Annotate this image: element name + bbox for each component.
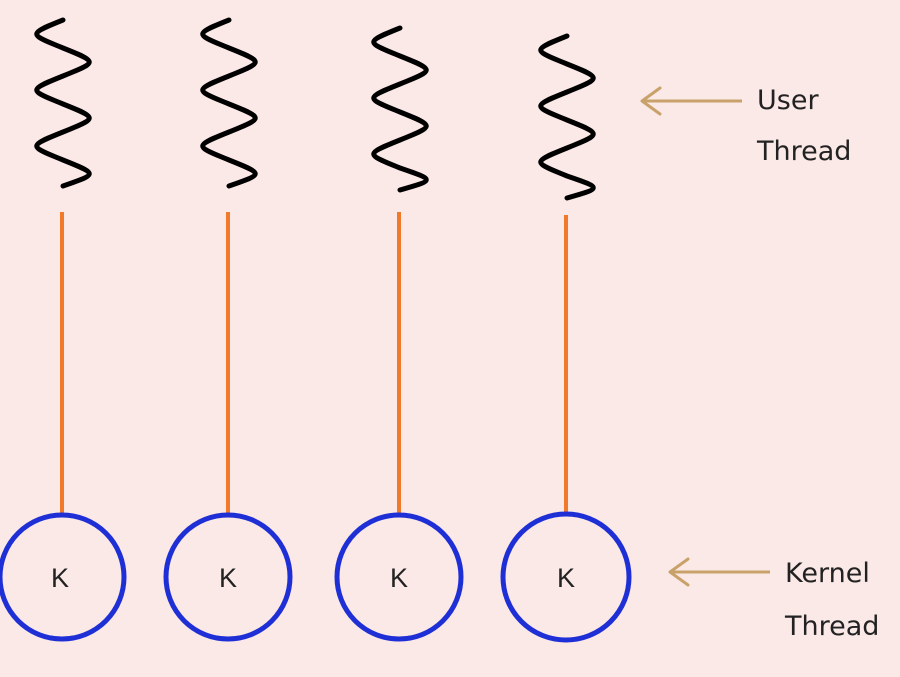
kernel-thread-label: K — [390, 563, 408, 593]
kernel-thread-circle — [0, 512, 127, 642]
kernel-thread-label-line1: Kernel — [785, 558, 870, 589]
user-thread-squiggle — [34, 17, 92, 189]
thread-pair-4: K — [500, 33, 632, 643]
user-thread-annotation: User Thread — [640, 85, 851, 167]
kernel-thread-label: K — [219, 563, 237, 593]
kernel-thread-label: K — [557, 563, 575, 593]
kernel-thread-label: K — [51, 563, 69, 593]
user-thread-label-line2: Thread — [756, 136, 851, 167]
thread-pair-1: K — [0, 17, 127, 642]
kernel-thread-annotation: Kernel Thread — [668, 557, 879, 642]
thread-pair-3: K — [334, 25, 464, 642]
thread-pair-2: K — [163, 17, 293, 642]
user-thread-squiggle — [371, 25, 429, 193]
kernel-thread-arrow-icon — [668, 557, 690, 587]
kernel-thread-circle — [500, 511, 632, 643]
user-thread-label-line1: User — [757, 85, 819, 116]
user-thread-squiggle — [538, 33, 596, 201]
kernel-thread-circle — [163, 512, 293, 642]
user-thread-arrow-icon — [640, 86, 662, 116]
user-thread-squiggle — [200, 17, 258, 189]
kernel-thread-label-line2: Thread — [784, 611, 879, 642]
kernel-thread-circle — [334, 512, 464, 642]
